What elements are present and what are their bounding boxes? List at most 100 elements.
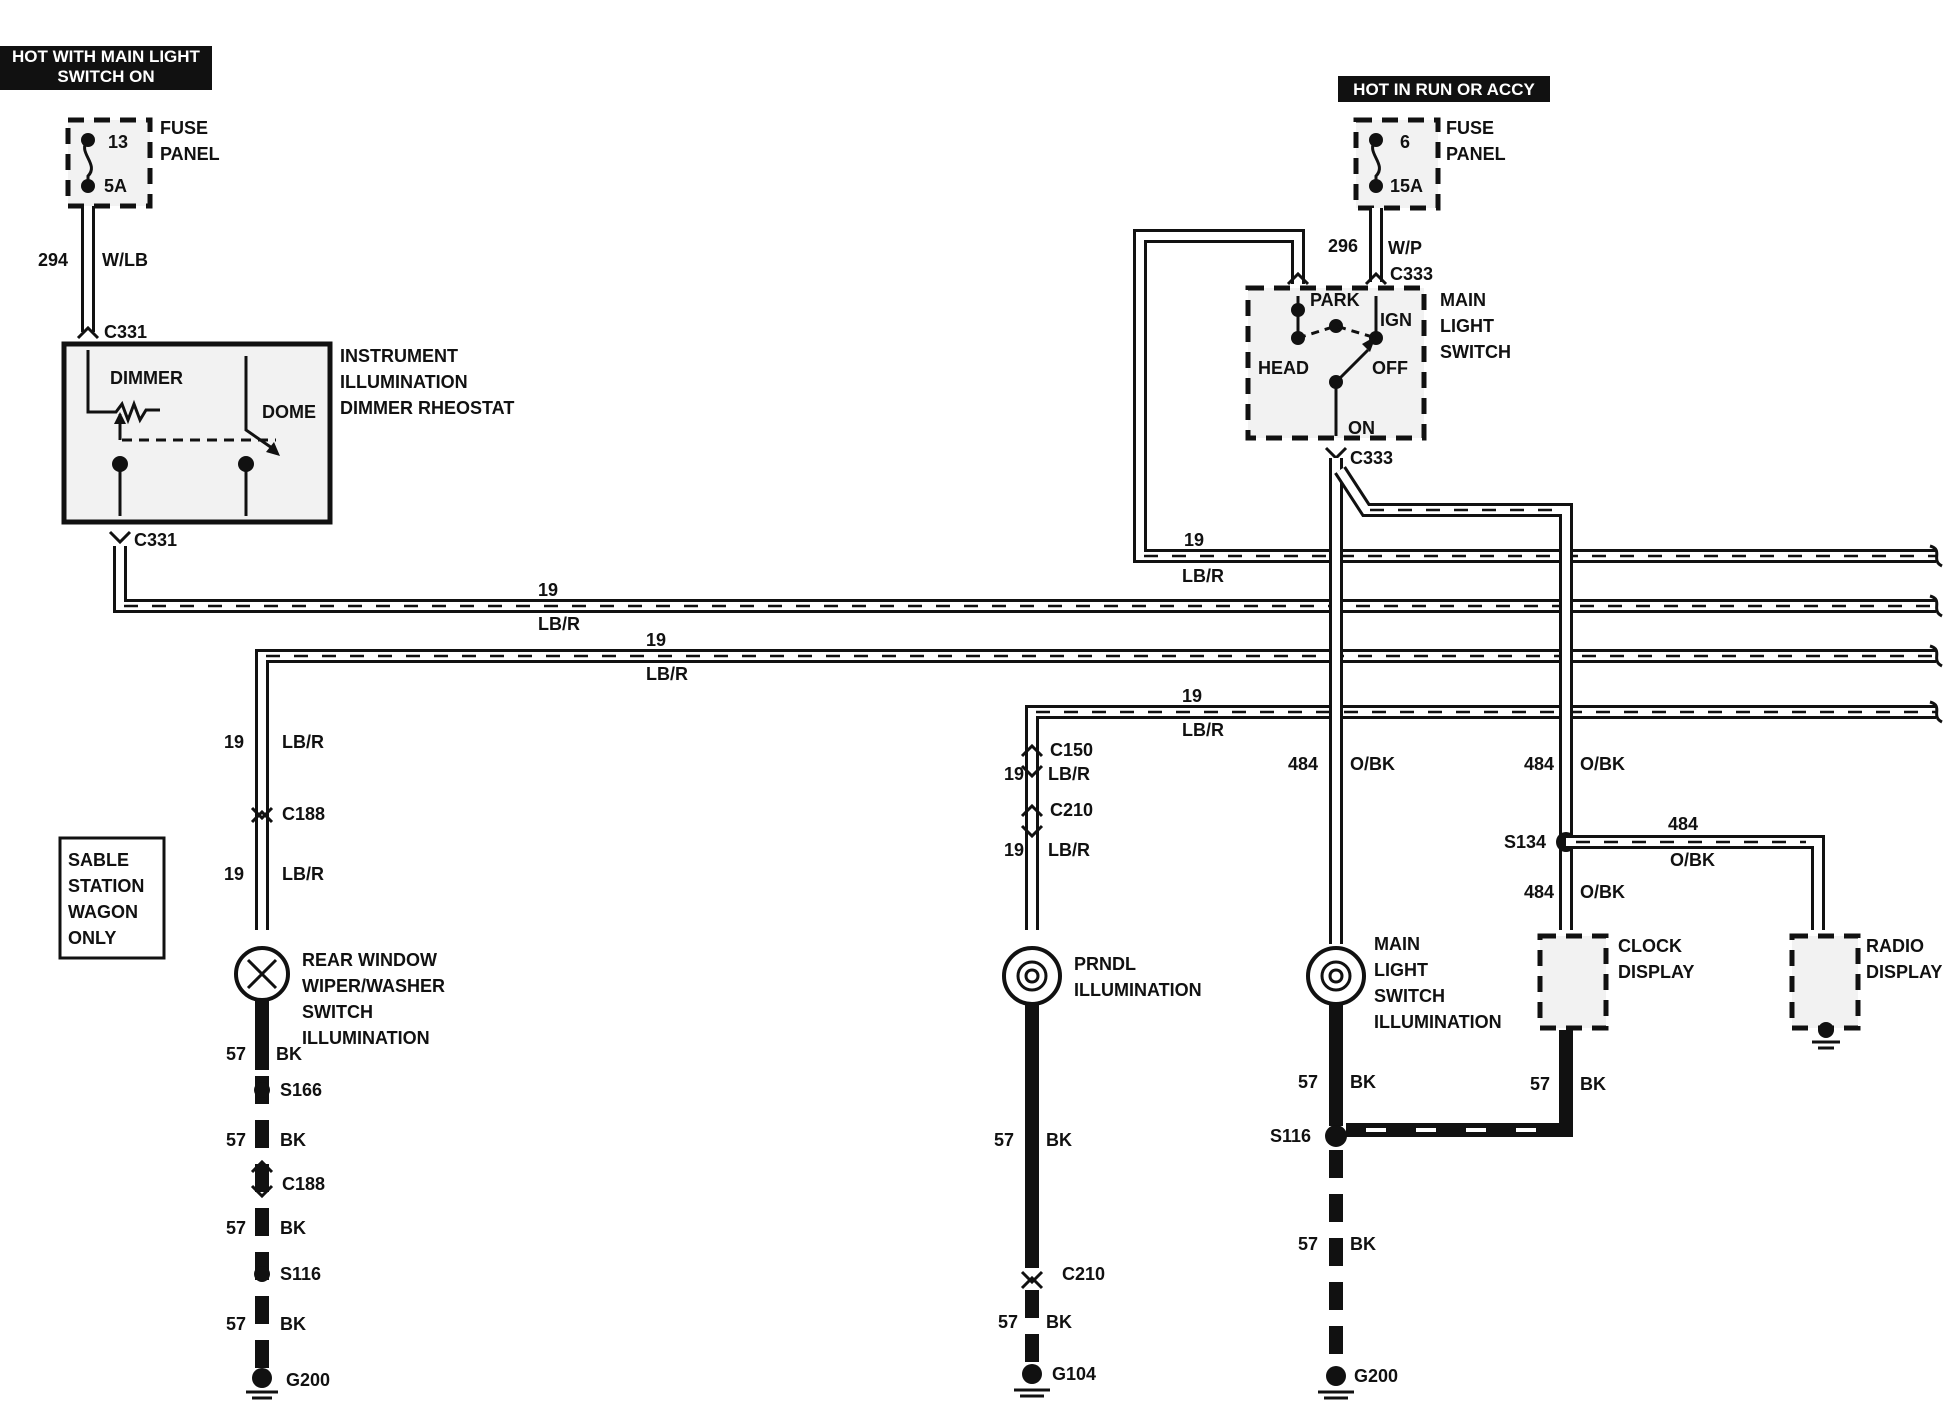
note-sable-wagon: SABLE STATION WAGON ONLY bbox=[58, 836, 166, 960]
wire-484-radio-number: 484 bbox=[1668, 814, 1698, 834]
bus-continuation-marks bbox=[1929, 544, 1943, 724]
row3-number: 19 bbox=[646, 630, 666, 650]
connector-c210-upper: C210 bbox=[1050, 800, 1093, 820]
row1-number: 19 bbox=[1184, 530, 1204, 550]
switch-title2: LIGHT bbox=[1440, 316, 1494, 336]
rear-gnd-color-4: BK bbox=[280, 1314, 306, 1334]
prndl-gnd-color-1: BK bbox=[1046, 1130, 1072, 1150]
clock-gnd-color: BK bbox=[1580, 1074, 1606, 1094]
fuse-left-label2: PANEL bbox=[160, 144, 220, 164]
switch-park: PARK bbox=[1310, 290, 1360, 310]
rear-wiper-branch: 19 LB/R C188 19 LB/R REAR WINDOW WIPER/W… bbox=[224, 732, 445, 1400]
prndl-wire-color-2: LB/R bbox=[1048, 840, 1090, 860]
bus-wire-19-row4: 19 LB/R bbox=[1025, 686, 1936, 930]
splice-s116-right: S116 bbox=[1270, 1126, 1311, 1146]
fuse-6: 6 15A FUSE PANEL bbox=[1353, 117, 1506, 211]
wire-484-radio: 484 O/BK bbox=[1566, 814, 1825, 930]
dome-label: DOME bbox=[262, 402, 316, 422]
rear-gnd-number-1: 57 bbox=[226, 1044, 246, 1064]
mls-label-4: ILLUMINATION bbox=[1374, 1012, 1502, 1032]
main-switch-illumination-branch: MAIN LIGHT SWITCH ILLUMINATION 57 BK S11… bbox=[1270, 934, 1502, 1400]
wire-484-radio-color: O/BK bbox=[1670, 850, 1715, 870]
mls-gnd-color-1: BK bbox=[1350, 1072, 1376, 1092]
bus-wire-19-row1: 19 LB/R bbox=[1144, 530, 1936, 586]
wire-296-color: W/P bbox=[1388, 238, 1422, 258]
banner-hot-with-main-light: HOT WITH MAIN LIGHT SWITCH ON bbox=[0, 46, 212, 90]
fuse-right-number: 6 bbox=[1400, 132, 1410, 152]
dimmer-label: DIMMER bbox=[110, 368, 183, 388]
connector-c188-lower: C188 bbox=[282, 1174, 325, 1194]
prndl-gnd-number-1: 57 bbox=[994, 1130, 1014, 1150]
radio-label-1: RADIO bbox=[1866, 936, 1924, 956]
ground-g200-left: G200 bbox=[286, 1370, 330, 1390]
banner-left-line1: HOT WITH MAIN LIGHT bbox=[12, 47, 201, 66]
wire-484-clock: 484 O/BK S134 484 O/BK bbox=[1334, 466, 1625, 930]
banner-left-line2: SWITCH ON bbox=[57, 67, 154, 86]
row4-number: 19 bbox=[1182, 686, 1202, 706]
switch-head: HEAD bbox=[1258, 358, 1309, 378]
rear-gnd-number-2: 57 bbox=[226, 1130, 246, 1150]
note-line3: WAGON bbox=[68, 902, 138, 922]
row4-color: LB/R bbox=[1182, 720, 1224, 740]
fuse-left-number: 13 bbox=[108, 132, 128, 152]
switch-ign: IGN bbox=[1380, 310, 1412, 330]
splice-s134: S134 bbox=[1504, 832, 1546, 852]
switch-title3: SWITCH bbox=[1440, 342, 1511, 362]
fuse-right-rating: 15A bbox=[1390, 176, 1423, 196]
mls-label-2: LIGHT bbox=[1374, 960, 1428, 980]
row1-color: LB/R bbox=[1182, 566, 1224, 586]
dimmer-title1: INSTRUMENT bbox=[340, 346, 458, 366]
wire-484-main-number: 484 bbox=[1288, 754, 1318, 774]
wire-294-color: W/LB bbox=[102, 250, 148, 270]
note-line2: STATION bbox=[68, 876, 144, 896]
dimmer-title2: ILLUMINATION bbox=[340, 372, 468, 392]
splice-s166: S166 bbox=[280, 1080, 322, 1100]
wire-484-clock-number: 484 bbox=[1524, 754, 1554, 774]
clock-label-1: CLOCK bbox=[1618, 936, 1682, 956]
mls-label-1: MAIN bbox=[1374, 934, 1420, 954]
connector-c188-upper: C188 bbox=[282, 804, 325, 824]
prndl-gnd-color-2: BK bbox=[1046, 1312, 1072, 1332]
rear-wire-color-1: LB/R bbox=[282, 732, 324, 752]
ground-g104: G104 bbox=[1052, 1364, 1096, 1384]
banner-hot-in-run: HOT IN RUN OR ACCY bbox=[1338, 76, 1550, 102]
switch-off: OFF bbox=[1372, 358, 1408, 378]
rear-gnd-number-3: 57 bbox=[226, 1218, 246, 1238]
radio-label-2: DISPLAY bbox=[1866, 962, 1942, 982]
mls-gnd-color-2: BK bbox=[1350, 1234, 1376, 1254]
clock-label-2: DISPLAY bbox=[1618, 962, 1694, 982]
note-line1: SABLE bbox=[68, 850, 129, 870]
connector-c333-top: C333 bbox=[1390, 264, 1433, 284]
rear-wire-number-2: 19 bbox=[224, 864, 244, 884]
prndl-wire-color-1: LB/R bbox=[1048, 764, 1090, 784]
fuse-right-label1: FUSE bbox=[1446, 118, 1494, 138]
switch-title1: MAIN bbox=[1440, 290, 1486, 310]
rear-label-1: REAR WINDOW bbox=[302, 950, 437, 970]
wire-484-clock-lower-number: 484 bbox=[1524, 882, 1554, 902]
connector-c150: C150 bbox=[1050, 740, 1093, 760]
rear-gnd-number-4: 57 bbox=[226, 1314, 246, 1334]
wire-484-main-color: O/BK bbox=[1350, 754, 1395, 774]
dimmer-title3: DIMMER RHEOSTAT bbox=[340, 398, 514, 418]
wire-294-number: 294 bbox=[38, 250, 68, 270]
splice-s116-left: S116 bbox=[280, 1264, 321, 1284]
wire-296-number: 296 bbox=[1328, 236, 1358, 256]
rear-wire-number-1: 19 bbox=[224, 732, 244, 752]
mls-gnd-number-2: 57 bbox=[1298, 1234, 1318, 1254]
prndl-wire-number-2: 19 bbox=[1004, 840, 1024, 860]
mls-gnd-number-1: 57 bbox=[1298, 1072, 1318, 1092]
switch-on: ON bbox=[1348, 418, 1375, 438]
ground-g200-right: G200 bbox=[1354, 1366, 1398, 1386]
mls-label-3: SWITCH bbox=[1374, 986, 1445, 1006]
fuse-13: 13 5A FUSE PANEL bbox=[65, 117, 220, 209]
radio-display: RADIO DISPLAY bbox=[1789, 933, 1942, 1050]
banner-right: HOT IN RUN OR ACCY bbox=[1353, 80, 1535, 99]
wire-484-clock-color: O/BK bbox=[1580, 754, 1625, 774]
wire-484-main: 484 O/BK bbox=[1288, 458, 1395, 944]
wire-294: 294 W/LB C331 bbox=[38, 206, 148, 342]
main-light-switch: PARK IGN HEAD OFF ON MAIN LIGHT SWITCH bbox=[1245, 285, 1511, 441]
wire-484-clock-lower-color: O/BK bbox=[1580, 882, 1625, 902]
fuse-right-label2: PANEL bbox=[1446, 144, 1506, 164]
clock-gnd-number: 57 bbox=[1530, 1074, 1550, 1094]
